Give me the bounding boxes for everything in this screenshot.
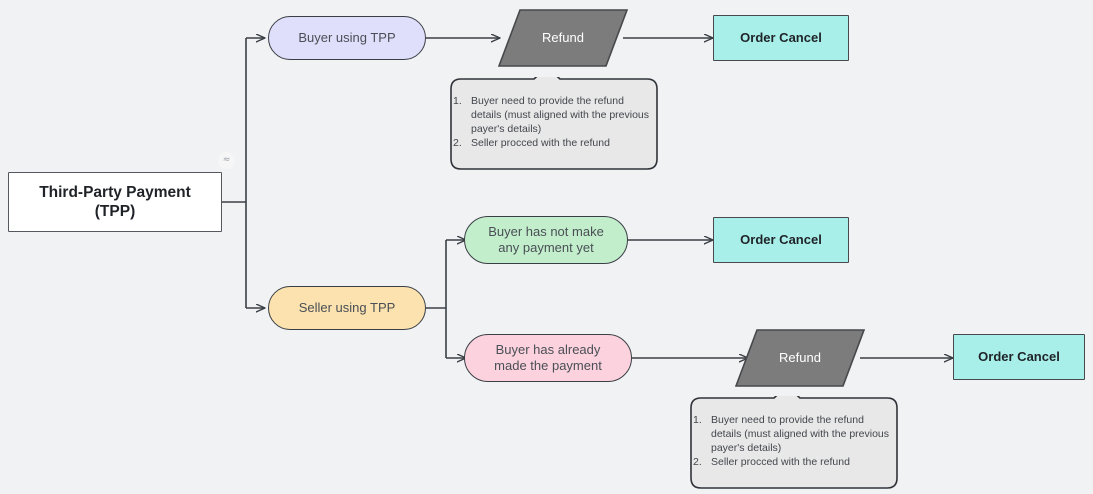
node-refund-top[interactable]: Refund <box>498 9 628 67</box>
node-order-cancel-2-label: Order Cancel <box>740 231 822 247</box>
node-buyer-already-paid-line1: Buyer has already <box>495 341 601 357</box>
node-root-line1: Third-Party Payment <box>39 183 191 201</box>
note-item-text: Buyer need to provide the refund details… <box>471 95 652 135</box>
parallelogram-shape <box>735 329 865 387</box>
node-buyer-already-paid[interactable]: Buyer has already made the payment <box>464 334 632 382</box>
node-order-cancel-2[interactable]: Order Cancel <box>713 217 849 263</box>
node-order-cancel-1-label: Order Cancel <box>740 29 822 45</box>
note-item-text: Seller procced with the refund <box>711 455 850 468</box>
note-refund-bottom: 1. Buyer need to provide the refund deta… <box>679 396 909 492</box>
note-item-text: Buyer need to provide the refund details… <box>711 414 892 454</box>
note-item: 1. Buyer need to provide the refund deta… <box>453 95 655 137</box>
parallelogram-shape <box>498 9 628 67</box>
node-buyer-no-payment-line1: Buyer has not make <box>488 223 604 239</box>
connector-badge-glyph: ≈ <box>222 155 231 165</box>
node-refund-top-label: Refund <box>542 29 584 45</box>
note-item-number: 1. <box>453 95 462 107</box>
node-refund-bottom[interactable]: Refund <box>735 329 865 387</box>
node-refund-bottom-label: Refund <box>779 349 821 365</box>
note-item-number: 1. <box>693 414 702 426</box>
note-item-text: Seller procced with the refund <box>471 136 610 149</box>
callout-shape <box>690 396 898 489</box>
note-item: 1. Buyer need to provide the refund deta… <box>693 414 895 456</box>
node-buyer-using-tpp-label: Buyer using TPP <box>298 29 396 45</box>
node-buyer-already-paid-line2: made the payment <box>494 358 602 373</box>
note-item: 2. Seller procced with the refund <box>693 456 895 470</box>
node-buyer-using-tpp[interactable]: Buyer using TPP <box>268 16 426 60</box>
node-buyer-no-payment-line2: any payment yet <box>498 240 594 255</box>
node-buyer-no-payment[interactable]: Buyer has not make any payment yet <box>464 216 628 264</box>
node-order-cancel-3[interactable]: Order Cancel <box>953 334 1085 380</box>
note-item-number: 2. <box>453 136 462 149</box>
note-refund-top: 1. Buyer need to provide the refund deta… <box>439 77 669 173</box>
connector-badge-icon: ≈ <box>218 152 235 169</box>
node-seller-using-tpp[interactable]: Seller using TPP <box>268 286 426 330</box>
callout-shape <box>450 77 658 170</box>
note-refund-bottom-body: 1. Buyer need to provide the refund deta… <box>679 396 909 479</box>
node-seller-using-tpp-label: Seller using TPP <box>298 299 396 315</box>
node-third-party-payment[interactable]: Third-Party Payment (TPP) <box>8 172 222 232</box>
note-item: 2. Seller procced with the refund <box>453 137 655 151</box>
note-refund-top-body: 1. Buyer need to provide the refund deta… <box>439 77 669 160</box>
node-order-cancel-1[interactable]: Order Cancel <box>713 15 849 61</box>
node-root-line2: (TPP) <box>94 203 136 220</box>
node-order-cancel-3-label: Order Cancel <box>978 348 1060 364</box>
note-item-number: 2. <box>693 455 702 468</box>
